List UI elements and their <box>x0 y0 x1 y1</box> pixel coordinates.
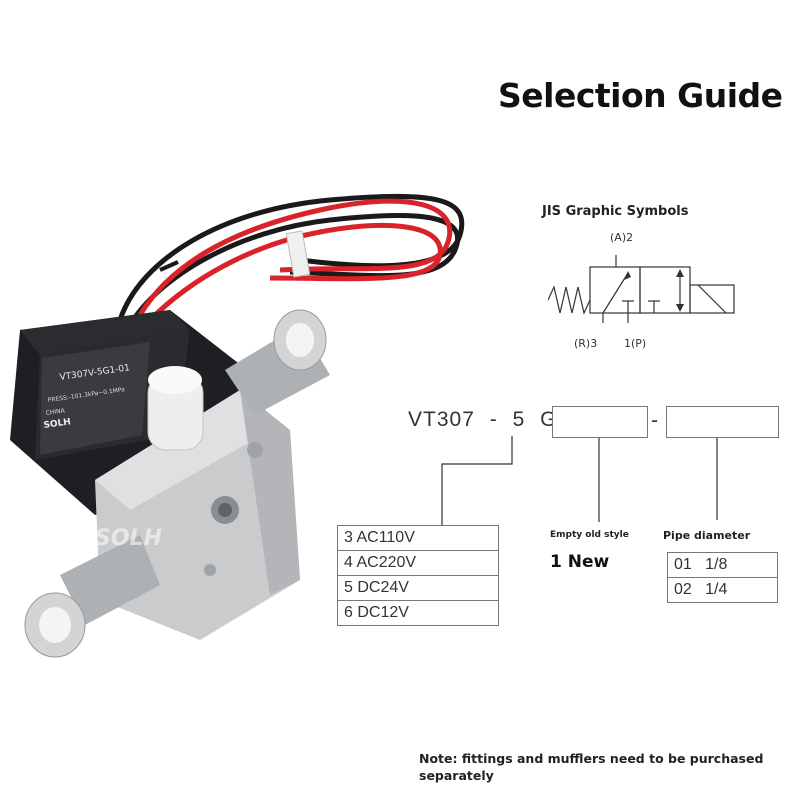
svg-text:CHINA: CHINA <box>45 407 66 417</box>
port-p-label: 1(P) <box>624 337 646 350</box>
port-r-label: (R)3 <box>574 337 597 350</box>
style-value[interactable]: 1 New <box>550 552 610 572</box>
style-heading: Empty old style <box>550 530 629 540</box>
table-row[interactable]: 02 1/4 <box>667 577 778 603</box>
red-wire-2 <box>148 223 443 322</box>
bottom-fitting <box>24 535 160 658</box>
top-fitting <box>225 309 330 415</box>
pipe-code-slot[interactable] <box>666 406 779 438</box>
purchase-note: Note: fittings and mufflers need to be p… <box>419 751 764 783</box>
jis-valve-symbol: (A)2 (R)3 1(P) <box>548 231 735 350</box>
voltage-options-table: 3 AC110V 4 AC220V 5 DC24V 6 DC12V <box>337 525 499 626</box>
model-prefix: VT307 <box>408 408 475 431</box>
port-a-label: (A)2 <box>610 231 633 244</box>
model-voltage-code: 5 <box>512 408 526 431</box>
manual-override-button <box>147 366 204 451</box>
spring-icon <box>548 285 591 315</box>
connector-lines <box>441 436 718 525</box>
model-dash-1: - <box>489 408 498 431</box>
coil-block: VT307V-5G1-01 PRESS:-101.3kPa~0.1MPa CHI… <box>10 310 260 515</box>
pipe-diameter-heading: Pipe diameter <box>663 529 751 542</box>
model-dash-2: - <box>651 409 658 432</box>
jis-symbols-title: JIS Graphic Symbols <box>542 204 689 219</box>
red-wire <box>137 198 453 317</box>
valve-product-illustration: VT307V-5G1-01 PRESS:-101.3kPa~0.1MPa CHI… <box>10 193 465 658</box>
table-row[interactable]: 4 AC220V <box>337 550 499 576</box>
table-row[interactable]: 6 DC12V <box>337 600 499 626</box>
svg-text:SOLH: SOLH <box>95 526 162 551</box>
table-row[interactable]: 5 DC24V <box>337 575 499 601</box>
table-row[interactable]: 3 AC110V <box>337 525 499 551</box>
table-row[interactable]: 01 1/8 <box>667 552 778 578</box>
svg-text:SOLH: SOLH <box>43 417 72 431</box>
page-title: Selection Guide <box>498 76 783 115</box>
style-code-slot[interactable] <box>552 406 648 438</box>
pipe-options-table: 01 1/8 02 1/4 <box>667 552 778 603</box>
